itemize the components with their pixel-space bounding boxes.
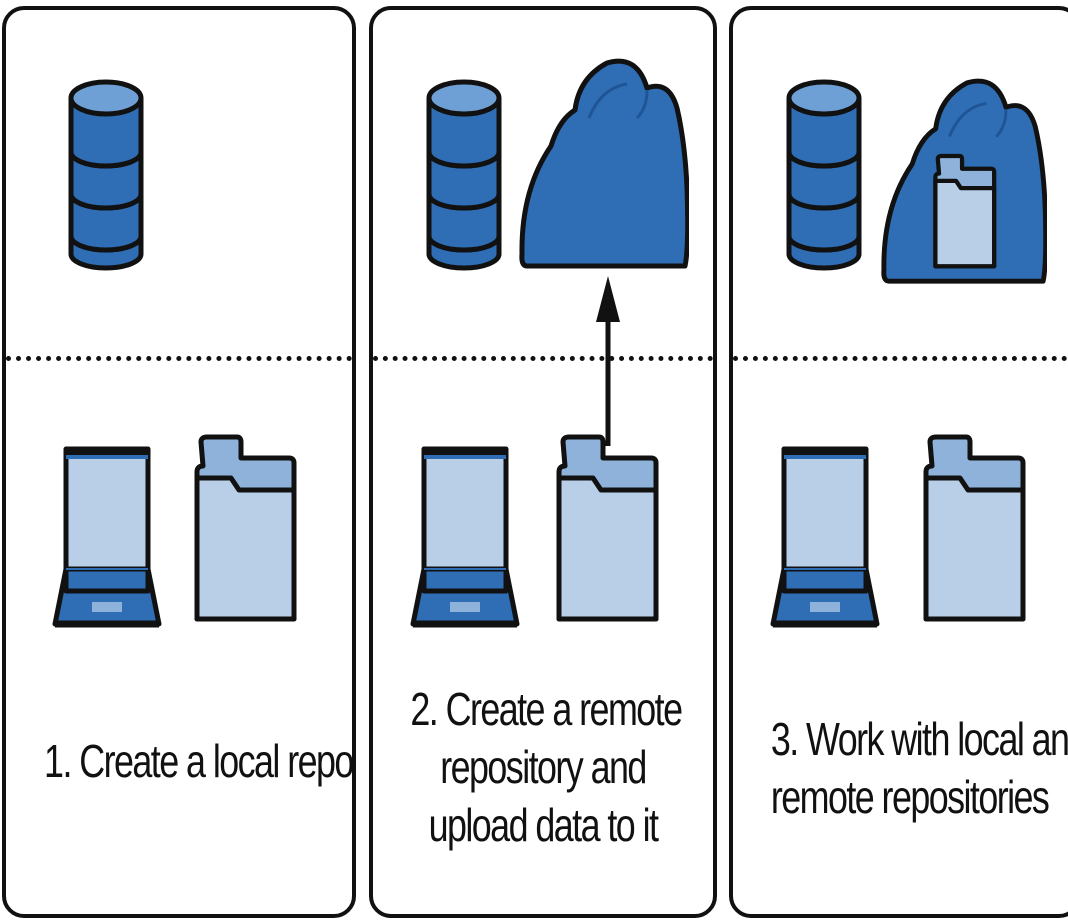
cloud-icon	[519, 58, 689, 273]
caption-line: remote repositories	[770, 771, 1050, 823]
step-1-caption: 1. Create a local repository	[44, 732, 353, 790]
database-icon	[426, 76, 502, 276]
upload-arrow-icon	[596, 276, 620, 446]
remote-local-divider	[733, 356, 1068, 361]
cloud-folder-icon	[879, 78, 1049, 288]
caption-line: repository and	[440, 741, 647, 793]
folder-icon	[920, 434, 1026, 624]
caption-line: 2. Create a remote	[410, 683, 683, 735]
caption-line: 1. Create a local repository	[44, 735, 353, 787]
folder-icon	[553, 434, 659, 624]
caption-line: upload data to it	[428, 799, 659, 851]
laptop-icon	[770, 446, 880, 631]
panel-step-3: 3. Work with local and remote repositori…	[729, 6, 1068, 918]
laptop-icon	[52, 446, 162, 631]
step-3-caption: 3. Work with local and remote repositori…	[770, 710, 1068, 826]
database-icon	[786, 76, 862, 276]
remote-local-divider	[6, 356, 352, 361]
step-2-caption: 2. Create a remote repository and upload…	[410, 680, 683, 854]
remote-local-divider	[373, 356, 713, 361]
folder-icon	[191, 434, 297, 624]
panel-step-2: 2. Create a remote repository and upload…	[369, 6, 717, 918]
panel-step-1: 1. Create a local repository	[2, 6, 356, 918]
database-icon	[68, 76, 144, 276]
laptop-icon	[410, 446, 520, 631]
caption-line: 3. Work with local and	[770, 713, 1068, 765]
